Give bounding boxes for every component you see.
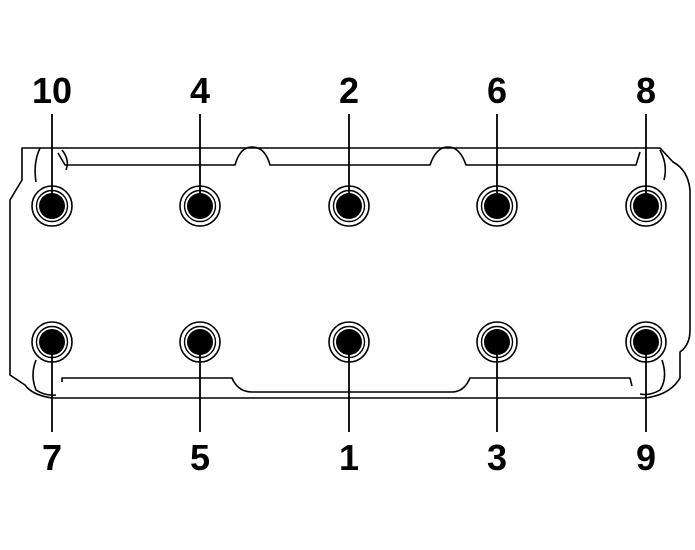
bolt-9-label: 9: [636, 437, 656, 478]
bolt-2-label: 2: [339, 70, 359, 111]
boss-bottom-left: [32, 359, 57, 396]
bolts-group: [31, 185, 667, 363]
boss-bottom-right: [639, 359, 666, 396]
boss-top-left-2: [61, 149, 69, 171]
bolt-4-label: 4: [190, 70, 210, 111]
bottom-flange-line: [61, 377, 633, 393]
bolt-6-label: 6: [487, 70, 507, 111]
bolt-3-label: 3: [487, 437, 507, 478]
cylinder-head-outline: [9, 146, 691, 399]
bolt-10-label: 10: [32, 70, 72, 111]
bolt-7-label: 7: [42, 437, 62, 478]
bolt-5-label: 5: [190, 437, 210, 478]
labels-group: 10 4 2 6 8 7 5 1 3 9: [32, 70, 656, 478]
bolt-1-label: 1: [339, 437, 359, 478]
bolt-8-label: 8: [636, 70, 656, 111]
boss-top-right: [659, 149, 667, 181]
boss-top-left: [34, 147, 41, 183]
head-outer-contour: [9, 147, 691, 399]
top-flange-line: [57, 146, 641, 166]
